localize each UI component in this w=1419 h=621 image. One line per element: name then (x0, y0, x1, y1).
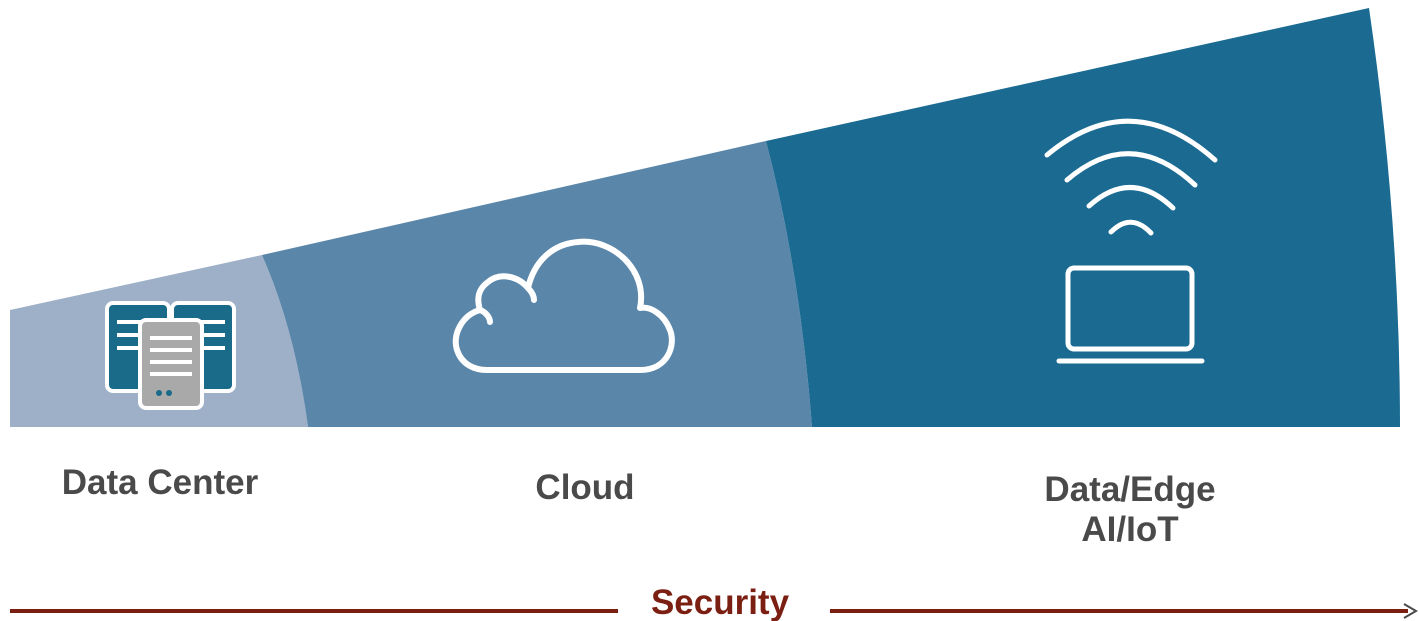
label-cloud: Cloud (535, 468, 635, 507)
wifi-icon (1044, 118, 1218, 236)
server-rack-icon (105, 301, 236, 410)
segment-cloud (262, 141, 812, 427)
label-data-edge: Data/Edge AI/IoT (990, 470, 1270, 550)
label-data-edge-line-2: AI/IoT (1081, 510, 1179, 549)
segment-data-edge (766, 8, 1400, 427)
arrow-head-icon (1403, 603, 1418, 619)
laptop-icon (1056, 265, 1205, 364)
label-data-edge-line-1: Data/Edge (1044, 470, 1216, 509)
cloud-icon (452, 238, 675, 373)
security-label: Security (650, 583, 790, 621)
security-arrow (10, 603, 1418, 619)
label-data-center: Data Center (61, 463, 259, 502)
